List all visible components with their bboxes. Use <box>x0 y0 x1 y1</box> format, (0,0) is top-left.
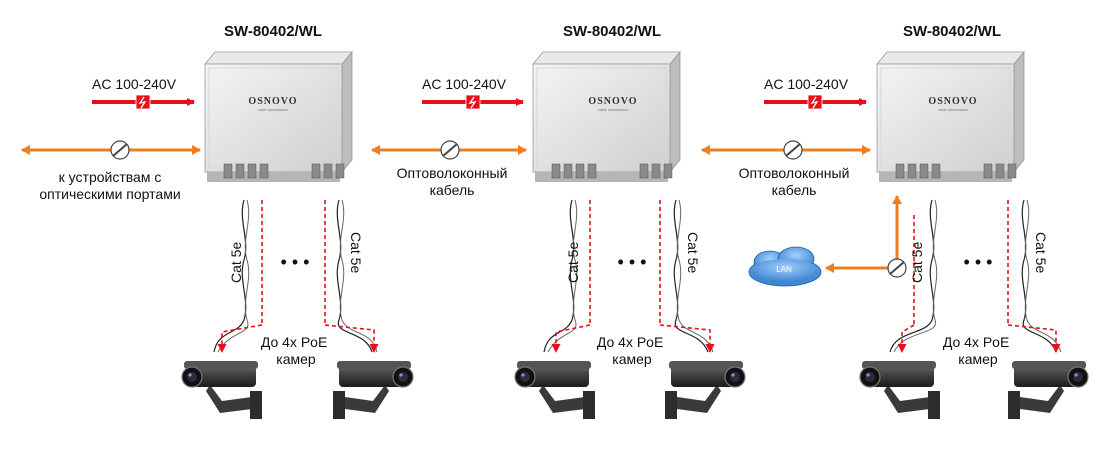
cameras-label-line1: До 4х PoE <box>943 334 1009 350</box>
power-label: AC 100-240V <box>92 76 177 92</box>
fiber-link-1-2: Оптоволоконный кабель <box>371 140 527 198</box>
cameras-label-line2: камер <box>958 351 998 367</box>
fiber-label-line2: кабель <box>772 182 817 198</box>
cable-label-right: Cat 5e <box>1033 232 1049 273</box>
fuse-icon <box>807 94 823 110</box>
ip-camera-icon <box>514 361 595 419</box>
cat5e-cable-right <box>1021 199 1057 353</box>
switch-model-title: SW-80402/WL <box>224 23 322 40</box>
brand-logo: OSNOVO <box>248 96 297 107</box>
switch-unit-3: SW-80402/WL AC 100-240V OSNOVO cable tra… <box>764 23 1062 367</box>
fiber-label-line1: Оптоволоконный <box>739 165 850 181</box>
ellipsis: • • • <box>281 252 310 272</box>
ellipsis: • • • <box>618 252 647 272</box>
fiber-label-line2: кабель <box>430 182 475 198</box>
cameras-label-line2: камер <box>276 351 316 367</box>
brand-tagline: cable transmission <box>598 108 628 112</box>
cameras-label-line1: До 4х PoE <box>597 334 663 350</box>
cat5e-cable-left <box>213 199 247 353</box>
power-label: AC 100-240V <box>764 76 849 92</box>
cable-glands <box>223 163 345 179</box>
power-label: AC 100-240V <box>422 76 507 92</box>
cameras-label-line1: До 4х PoE <box>261 334 327 350</box>
cameras-label: До 4х PoE камер <box>943 334 1013 367</box>
brand-tagline: cable transmission <box>258 108 288 112</box>
lan-cloud-icon: LAN <box>748 246 822 287</box>
ip-camera-icon <box>665 361 746 419</box>
ip-camera-icon <box>333 361 414 419</box>
cable-glands <box>551 163 673 179</box>
cable-label-left: Cat 5e <box>909 242 925 283</box>
cable-glands <box>895 163 1017 179</box>
cable-label-left: Cat 5e <box>228 242 244 283</box>
cat5e-cable-left <box>889 199 935 353</box>
ip-camera-icon <box>859 361 940 419</box>
fiber-connector-icon <box>440 140 460 160</box>
fiber-left-label-line1: к устройствам с <box>59 169 162 185</box>
cameras-label-line2: камер <box>612 351 652 367</box>
fiber-link-2-3: Оптоволоконный кабель <box>701 140 871 198</box>
switch-enclosure: OSNOVO cable transmission <box>204 50 353 182</box>
lan-label: LAN <box>776 265 792 274</box>
cable-label-left: Cat 5e <box>565 242 581 283</box>
ip-camera-icon <box>1008 361 1089 419</box>
switch-unit-2: SW-80402/WL AC 100-240V OSNOVO cable tra… <box>422 23 715 367</box>
fiber-connector-icon <box>110 140 130 160</box>
switch-model-title: SW-80402/WL <box>563 23 661 40</box>
fiber-connector-icon <box>887 258 907 278</box>
switch-model-title: SW-80402/WL <box>903 23 1001 40</box>
switch-unit-1: SW-80402/WL AC 100-240V OSNOVO cable tra… <box>92 23 379 367</box>
cat5e-cable-right <box>673 199 709 353</box>
cameras-label: До 4х PoE камер <box>597 334 667 367</box>
fiber-connector-icon <box>783 140 803 160</box>
ip-camera-icon <box>181 361 262 419</box>
brand-logo: OSNOVO <box>588 96 637 107</box>
cat5e-cable-left <box>543 199 575 353</box>
switch-enclosure: OSNOVO cable transmission <box>532 50 681 182</box>
cable-label-right: Cat 5e <box>685 232 701 273</box>
ellipsis: • • • <box>964 252 993 272</box>
fiber-left-label-line2: оптическими портами <box>39 186 180 202</box>
brand-tagline: cable transmission <box>938 108 968 112</box>
fiber-label-line1: Оптоволоконный <box>397 165 508 181</box>
cameras-group <box>181 361 1089 419</box>
brand-logo: OSNOVO <box>928 96 977 107</box>
fiber-link-left: к устройствам с оптическими портами <box>21 140 201 202</box>
cable-label-right: Cat 5e <box>348 232 364 273</box>
cat5e-cable-right <box>336 199 373 353</box>
lan-uplink: LAN <box>748 195 907 287</box>
switch-enclosure: OSNOVO cable transmission <box>876 50 1025 182</box>
fuse-icon <box>135 94 151 110</box>
fuse-icon <box>465 94 481 110</box>
cameras-label: До 4х PoE камер <box>261 334 331 367</box>
